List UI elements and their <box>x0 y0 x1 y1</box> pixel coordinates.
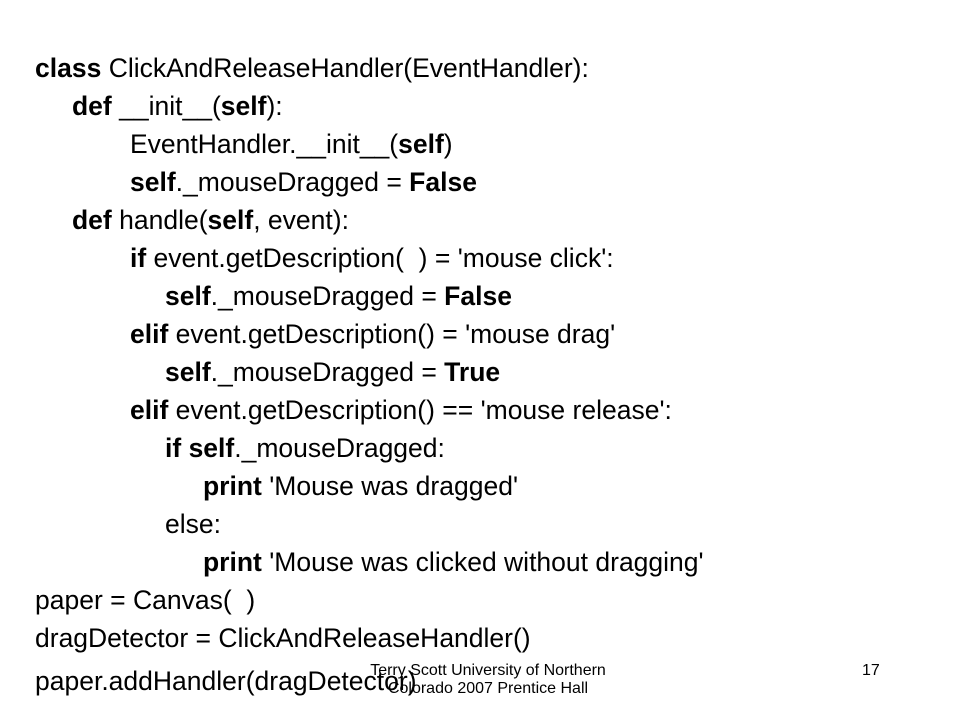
code-line: paper.addHandler(dragDetector) <box>35 668 417 695</box>
code-keyword: elif <box>130 395 169 425</box>
code-text: ): <box>266 91 283 121</box>
code-text: , event): <box>253 205 349 235</box>
code-keyword: self <box>207 205 254 235</box>
code-text: event.getDescription() = 'mouse drag' <box>168 319 616 349</box>
code-line: print 'Mouse was clicked without draggin… <box>203 549 704 576</box>
code-text: else: <box>165 509 221 539</box>
code-keyword: print <box>203 471 262 501</box>
code-text: __init__( <box>111 91 221 121</box>
code-text: EventHandler.__init__( <box>130 129 399 159</box>
code-line: self._mouseDragged = False <box>165 283 512 310</box>
code-text: event.getDescription( ) = 'mouse click': <box>146 243 614 273</box>
code-text: ClickAndReleaseHandler(EventHandler): <box>101 53 589 83</box>
code-line: if event.getDescription( ) = 'mouse clic… <box>130 245 614 272</box>
code-text: ._mouseDragged = <box>210 357 445 387</box>
code-keyword: self <box>165 357 211 387</box>
code-text: 'Mouse was clicked without dragging' <box>261 547 704 577</box>
code-text: 'Mouse was dragged' <box>261 471 518 501</box>
code-text: ) <box>443 129 453 159</box>
code-line: EventHandler.__init__(self) <box>130 131 453 158</box>
code-line: self._mouseDragged = False <box>130 169 477 196</box>
code-line: dragDetector = ClickAndReleaseHandler() <box>35 625 531 652</box>
code-line: self._mouseDragged = True <box>165 359 500 386</box>
code-keyword: if <box>165 433 182 463</box>
code-keyword: self <box>398 129 444 159</box>
code-keyword: class <box>35 53 102 83</box>
code-line: class ClickAndReleaseHandler(EventHandle… <box>35 55 589 82</box>
code-line: def __init__(self): <box>72 93 283 120</box>
code-keyword: self <box>130 167 176 197</box>
code-keyword: self <box>165 281 211 311</box>
code-keyword: False <box>444 281 512 311</box>
code-text: dragDetector = ClickAndReleaseHandler() <box>35 623 531 653</box>
code-line: if self._mouseDragged: <box>165 435 445 462</box>
code-keyword: print <box>203 547 262 577</box>
footer-credit-line: Terry Scott University of Northern <box>370 662 606 679</box>
code-line: paper = Canvas( ) <box>35 587 255 614</box>
code-keyword: elif <box>130 319 169 349</box>
code-keyword: self <box>188 433 235 463</box>
code-text: paper = Canvas( ) <box>35 585 256 615</box>
code-text <box>181 433 188 463</box>
code-keyword: self <box>220 91 267 121</box>
code-line: elif event.getDescription() = 'mouse dra… <box>130 321 615 348</box>
code-line: elif event.getDescription() == 'mouse re… <box>130 397 672 424</box>
code-keyword: def <box>72 91 112 121</box>
code-text: handle( <box>111 205 208 235</box>
footer-credit: Terry Scott University of Northern Color… <box>343 662 633 698</box>
code-line: print 'Mouse was dragged' <box>203 473 518 500</box>
code-keyword: def <box>72 205 112 235</box>
code-keyword: False <box>409 167 477 197</box>
code-text: ._mouseDragged = <box>175 167 410 197</box>
code-text: ._mouseDragged = <box>210 281 445 311</box>
code-text: event.getDescription() == 'mouse release… <box>168 395 672 425</box>
footer-credit-line: Colorado 2007 Prentice Hall <box>387 680 589 697</box>
code-keyword: if <box>130 243 147 273</box>
code-line: else: <box>165 511 221 538</box>
code-text: paper.addHandler(dragDetector) <box>35 666 417 696</box>
page-number: 17 <box>862 662 880 679</box>
code-line: def handle(self, event): <box>72 207 349 234</box>
code-keyword: True <box>444 357 501 387</box>
code-text: ._mouseDragged: <box>234 433 445 463</box>
